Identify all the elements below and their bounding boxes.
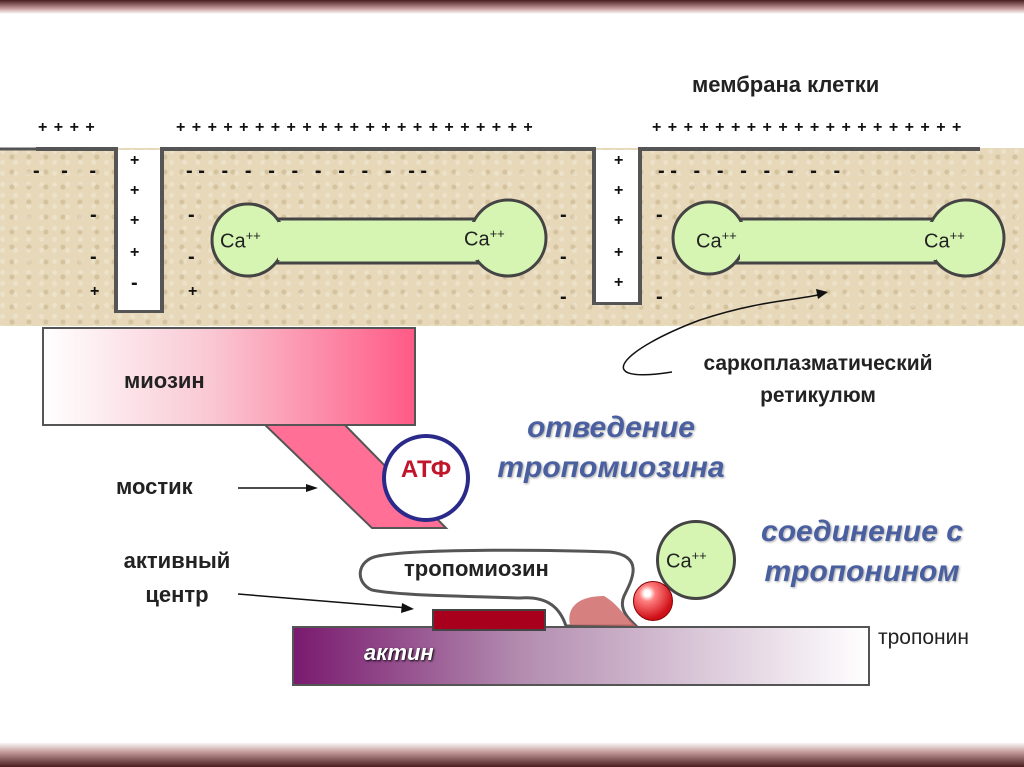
- minus-row-mid: - - - - - - - - - - - -: [186, 160, 428, 182]
- minus-mark: -: [656, 204, 663, 226]
- myosin-filament: [42, 327, 416, 426]
- plus-mark: +: [614, 244, 624, 261]
- plus-mark: +: [130, 212, 140, 229]
- minus-mark: -: [656, 246, 663, 268]
- plus-mark: +: [188, 283, 198, 300]
- charge-row-mid: + + + + + + + + + + + + + + + + + + + + …: [176, 119, 534, 136]
- myosin-label: миозин: [124, 368, 205, 393]
- active-center-line2: центр: [145, 582, 209, 607]
- plus-mark: +: [614, 152, 624, 169]
- membrane-label: мембрана клетки: [692, 72, 880, 97]
- charge-row-left: + + + +: [38, 119, 96, 136]
- actin-filament: [292, 626, 870, 686]
- callout-bind-line2: тропонином: [764, 555, 960, 588]
- t-tubule-left: [118, 150, 160, 310]
- plus-mark: +: [130, 182, 140, 199]
- minus-mark: -: [188, 246, 195, 268]
- troponin-label: тропонин: [878, 626, 969, 649]
- plus-mark: +: [614, 182, 624, 199]
- t-tubule-right: [596, 150, 638, 302]
- bridge-label: мостик: [116, 474, 193, 499]
- top-border: [0, 0, 1024, 14]
- calcium-label: Ca++: [696, 228, 737, 253]
- atp-label: АТФ: [400, 456, 452, 483]
- minus-mark: -: [131, 272, 138, 294]
- troponin-ball: [633, 581, 673, 621]
- calcium-ion: [656, 520, 736, 600]
- minus-mark: -: [656, 286, 663, 308]
- minus-mark: -: [188, 204, 195, 226]
- minus-mark: -: [90, 204, 97, 226]
- tropomyosin-shape: [358, 548, 640, 628]
- minus-mark: -: [90, 246, 97, 268]
- reticulum-pointer: [622, 293, 823, 376]
- calcium-label: Ca++: [924, 228, 965, 253]
- callout-withdraw-line1: отведение: [527, 411, 695, 444]
- reticulum-label-line2: ретикулюм: [760, 384, 876, 407]
- calcium-label: Ca++: [464, 226, 505, 251]
- active-center-line1: активный: [123, 548, 231, 573]
- plus-mark: +: [130, 152, 140, 169]
- membrane-boundary: [36, 147, 980, 313]
- plus-mark: +: [90, 283, 100, 300]
- charge-row-right: + + + + + + + + + + + + + + + + + + + +: [652, 119, 963, 136]
- plus-mark: +: [614, 274, 624, 291]
- plus-mark: +: [130, 244, 140, 261]
- callout-withdraw-line2: тропомиозина: [497, 451, 725, 484]
- callout-bind-line1: соединение с: [761, 515, 963, 548]
- atp-circle: [382, 434, 470, 522]
- minus-mark: -: [560, 204, 567, 226]
- bottom-border: [0, 742, 1024, 767]
- calcium-ion-label: Ca++: [666, 548, 707, 573]
- tropomyosin-label: тропомиозин: [404, 556, 549, 581]
- calcium-label: Ca++: [220, 228, 261, 253]
- minus-row-left: - - -: [33, 160, 105, 182]
- reticulum-label-line1: саркоплазматический: [703, 352, 933, 375]
- tropomyosin-stem: [569, 596, 636, 626]
- minus-mark: -: [560, 246, 567, 268]
- active-center-block: [432, 609, 546, 631]
- minus-row-right: - - - - - - - - -: [658, 160, 841, 182]
- minus-mark: -: [560, 286, 567, 308]
- actin-label: актин: [364, 640, 434, 665]
- plus-mark: +: [614, 212, 624, 229]
